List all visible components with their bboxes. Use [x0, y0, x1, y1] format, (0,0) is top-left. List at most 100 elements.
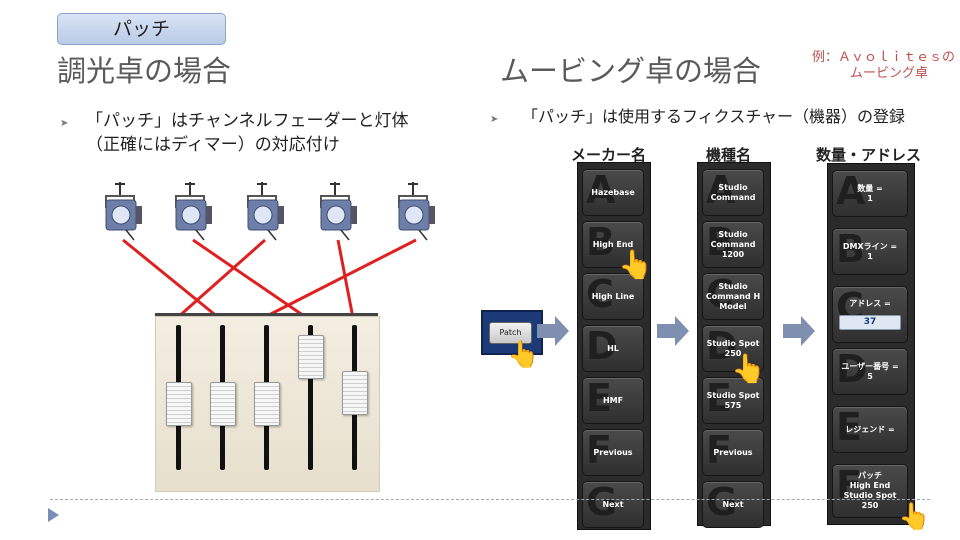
- left-bullet-line1: 「パッチ」はチャンネルフェーダーと灯体: [86, 111, 409, 131]
- letter-b: B: [706, 221, 735, 264]
- model-label: Studio Command: [710, 182, 756, 202]
- heading-moving-console: ムービング卓の場合: [500, 54, 762, 88]
- console-top-bar: [155, 313, 378, 317]
- letter-f: F: [586, 429, 612, 472]
- patch-line: [176, 238, 266, 320]
- manufacturer-label: Next: [602, 499, 624, 509]
- column-label-model: 機種名: [706, 146, 752, 164]
- fader-knob[interactable]: [166, 381, 192, 426]
- letter-c: C: [586, 273, 614, 316]
- patch-line: [262, 238, 417, 320]
- model-label: Studio Spot 575: [706, 390, 760, 410]
- patch-confirm-value: High End Studio Spot 250: [843, 481, 897, 510]
- spotlight-icon: [175, 182, 212, 241]
- spotlight-icon: [320, 182, 357, 241]
- left-bullet-line2: （正確にはディマー）の対応付け: [86, 135, 340, 155]
- dmx-value: 1: [867, 251, 873, 261]
- spotlight-icon: [398, 182, 435, 241]
- example-note-line1: 例：Ａｖｏｌｉｔｅｓの: [812, 50, 956, 65]
- user-number-value: 5: [867, 371, 873, 381]
- user-number-label: ユーザー番号 =: [841, 361, 899, 371]
- letter-b: B: [836, 228, 865, 271]
- example-note-line2: ムービング卓: [850, 66, 929, 81]
- manufacturer-label: Previous: [593, 447, 633, 457]
- column-label-manufacturer: メーカー名: [571, 146, 647, 164]
- arrow-right-icon: [657, 316, 689, 346]
- patch-line: [336, 239, 355, 319]
- letter-a: A: [706, 169, 736, 212]
- footer-triangle-icon: [48, 508, 59, 522]
- arrow-right-icon: [537, 316, 569, 346]
- letter-g: G: [586, 481, 618, 524]
- address-field[interactable]: 37: [839, 315, 901, 330]
- letter-f: F: [706, 429, 732, 472]
- heading-dimmer-console: 調光卓の場合: [57, 54, 232, 88]
- legend-label: レジェンド =: [845, 424, 895, 434]
- quantity-label: 数量 =: [857, 183, 883, 193]
- manufacturer-label: Hazebase: [591, 187, 635, 197]
- letter-d: D: [836, 348, 868, 391]
- fader-knob[interactable]: [254, 381, 280, 426]
- spotlight-icon: [247, 182, 284, 241]
- model-label: Previous: [713, 447, 753, 457]
- fader-knob[interactable]: [298, 335, 324, 380]
- letter-a: A: [586, 169, 616, 212]
- bullet-icon: ➤: [60, 118, 69, 129]
- dmx-label: DMXライン =: [842, 241, 898, 251]
- fader-console: [155, 316, 380, 492]
- column-label-quantity-address: 数量・アドレス: [816, 146, 922, 164]
- section-tag: パッチ: [57, 13, 226, 45]
- letter-e: E: [836, 406, 862, 449]
- letter-g: G: [706, 481, 738, 524]
- patch-confirm-label: パッチ: [858, 471, 882, 480]
- fader-slot: [308, 325, 313, 470]
- footer-divider: [50, 499, 930, 500]
- model-label: Studio Command 1200: [710, 229, 756, 259]
- letter-e: E: [706, 377, 732, 420]
- spotlight-icon: [105, 182, 142, 241]
- fixture-diagram: [105, 182, 435, 320]
- letter-f: F: [836, 464, 862, 507]
- letter-d: D: [586, 325, 618, 368]
- bullet-icon: ➤: [490, 114, 499, 125]
- model-label: Studio Spot 250: [706, 338, 760, 358]
- fader-knob[interactable]: [210, 381, 236, 426]
- patch-line: [122, 238, 220, 320]
- manufacturer-label: HMF: [602, 395, 624, 405]
- arrow-right-icon: [783, 316, 815, 346]
- letter-c: C: [706, 273, 734, 316]
- letter-b: B: [586, 221, 615, 264]
- manufacturer-label: High End: [592, 239, 634, 249]
- patch-button[interactable]: Patch: [489, 322, 532, 344]
- letter-d: D: [706, 325, 738, 368]
- example-note: 例：Ａｖｏｌｉｔｅｓの ムービング卓: [812, 50, 955, 82]
- hand-pointer-icon: 👆: [618, 248, 653, 281]
- fader-knob[interactable]: [342, 371, 368, 416]
- quantity-value: 1: [867, 193, 873, 203]
- model-label: Next: [722, 499, 744, 509]
- hand-pointer-icon: 👆: [898, 502, 931, 532]
